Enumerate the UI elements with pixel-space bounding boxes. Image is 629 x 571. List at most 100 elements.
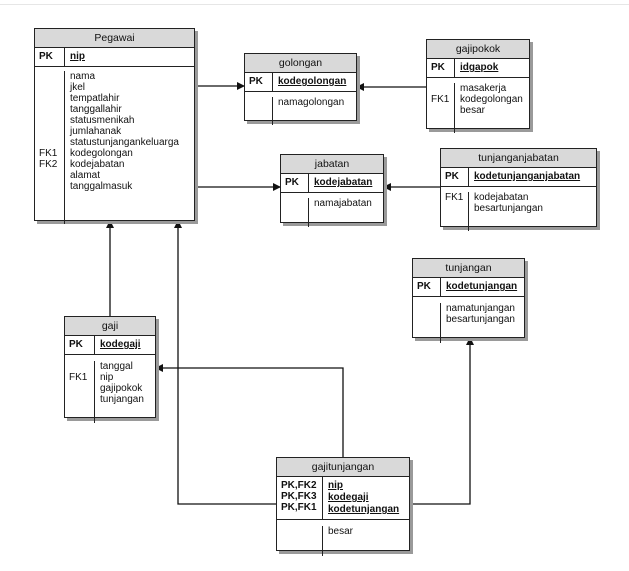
pk-attr-column: kodetunjanganjabatan xyxy=(469,168,596,186)
pk-key-column: PK xyxy=(281,174,309,192)
pk-attr-column: nip kodegaji kodetunjangan xyxy=(323,477,409,519)
attr-section: FK1 kodejabatan besartunjangan xyxy=(441,187,596,231)
pk-attr: kodegaji xyxy=(100,339,141,350)
attr-section: FK1 tanggal nip gajipokok tunjangan xyxy=(65,355,155,423)
attr-item: statustunjangankeluarga xyxy=(70,137,179,148)
attr-item: namagolongan xyxy=(278,97,345,108)
entity-title: jabatan xyxy=(281,155,383,174)
attr-item: namajabatan xyxy=(314,198,372,209)
attr-item: kodejabatan xyxy=(70,159,125,170)
fk-key-column xyxy=(245,97,273,125)
pk-attr: kodetunjanganjabatan xyxy=(474,171,581,182)
attr-item: kodegolongan xyxy=(460,94,523,105)
attr-item: nama xyxy=(70,71,96,82)
entity-title: Pegawai xyxy=(35,29,194,48)
pk-key-column: PK xyxy=(427,59,455,77)
entity-tunjangan[interactable]: tunjangan PK kodetunjangan namatunjangan… xyxy=(412,258,525,343)
entity-golongan[interactable]: golongan PK kodegolongan namagolongan xyxy=(244,53,357,125)
attr-column: namatunjangan besartunjangan xyxy=(441,303,524,343)
rel-gajitunjangan-tunjangan xyxy=(410,337,474,505)
rel-gajitunjangan-gaji xyxy=(155,364,344,457)
attr-column: kodejabatan besartunjangan xyxy=(469,192,596,231)
attr-item: besar xyxy=(328,526,354,537)
entity-gajipokok[interactable]: gajipokok PK idgapok FK1 masakerja kodeg… xyxy=(426,39,530,133)
pk-key-column: PK,FK2 PK,FK3 PK,FK1 xyxy=(277,477,323,519)
pk-attr-column: kodegolongan xyxy=(273,73,356,91)
attr-column: namagolongan xyxy=(273,97,356,125)
attr-item: masakerja xyxy=(460,83,507,94)
pk-section: PK,FK2 PK,FK3 PK,FK1 nip kodegaji kodetu… xyxy=(277,477,409,520)
pk-key-column: PK xyxy=(413,278,441,296)
attr-column: besar xyxy=(323,526,409,556)
attr-item: tunjangan xyxy=(100,394,144,405)
entity-title: gajitunjangan xyxy=(277,458,409,477)
attr-item: kodejabatan xyxy=(474,192,529,203)
attr-column: nama jkel tempatlahir tanggallahir statu… xyxy=(65,71,194,224)
pk-section: PK kodegaji xyxy=(65,336,155,355)
entity-title: gaji xyxy=(65,317,155,336)
fk-key-column: FK1 xyxy=(427,83,455,133)
fk-key-column: FK1 xyxy=(65,361,95,423)
attr-section: FK1 masakerja kodegolongan besar xyxy=(427,78,529,133)
pk-attr: idgapok xyxy=(460,62,499,73)
entity-title: tunjanganjabatan xyxy=(441,149,596,168)
pk-attr-column: nip xyxy=(65,48,194,66)
attr-item: tanggallahir xyxy=(70,104,122,115)
fk-key-column xyxy=(277,526,323,556)
attr-column: masakerja kodegolongan besar xyxy=(455,83,529,133)
attr-column: tanggal nip gajipokok tunjangan xyxy=(95,361,155,423)
fk-key-column xyxy=(413,303,441,343)
attr-item: jumlahanak xyxy=(70,126,122,137)
attr-section: FK1 FK2 nama jkel tempatlahir tanggallah… xyxy=(35,67,194,224)
pk-key-column: PK xyxy=(35,48,65,66)
pk-section: PK kodejabatan xyxy=(281,174,383,193)
attr-section: namatunjangan besartunjangan xyxy=(413,297,524,343)
attr-column: namajabatan xyxy=(309,198,383,227)
entity-gaji[interactable]: gaji PK kodegaji FK1 tanggal nip gajipok… xyxy=(64,316,156,423)
pk-attr-column: kodetunjangan xyxy=(441,278,524,296)
attr-item: kodegolongan xyxy=(70,148,133,159)
pk-section: PK kodetunjanganjabatan xyxy=(441,168,596,187)
pk-section: PK kodegolongan xyxy=(245,73,356,92)
rel-gajitunjangan-pegawai xyxy=(174,220,276,505)
fk-key-column: FK1 FK2 xyxy=(35,71,65,224)
pk-key-column: PK xyxy=(441,168,469,186)
fk-key-column: FK1 xyxy=(441,192,469,231)
pk-key-column: PK xyxy=(65,336,95,354)
entity-jabatan[interactable]: jabatan PK kodejabatan namajabatan xyxy=(280,154,384,227)
attr-section: besar xyxy=(277,520,409,556)
pk-section: PK kodetunjangan xyxy=(413,278,524,297)
attr-item: namatunjangan xyxy=(446,303,515,314)
top-divider xyxy=(0,4,629,5)
attr-item: tempatlahir xyxy=(70,93,120,104)
pk-attr: kodetunjangan xyxy=(328,504,400,515)
pk-attr-column: idgapok xyxy=(455,59,529,77)
pk-attr: nip xyxy=(328,480,343,491)
attr-item: tanggalmasuk xyxy=(70,181,133,192)
entity-tunjanganjabatan[interactable]: tunjanganjabatan PK kodetunjanganjabatan… xyxy=(440,148,597,231)
pk-attr-column: kodejabatan xyxy=(309,174,383,192)
attr-item: alamat xyxy=(70,170,101,181)
attr-item: nip xyxy=(100,372,114,383)
attr-item: statusmenikah xyxy=(70,115,135,126)
pk-attr: kodejabatan xyxy=(314,177,373,188)
attr-item: besar xyxy=(460,105,486,116)
attr-item: besartunjangan xyxy=(474,203,543,214)
pk-attr: nip xyxy=(70,51,85,62)
fk-key-column xyxy=(281,198,309,227)
attr-item: jkel xyxy=(70,82,86,93)
entity-title: gajipokok xyxy=(427,40,529,59)
entity-gajitunjangan[interactable]: gajitunjangan PK,FK2 PK,FK3 PK,FK1 nip k… xyxy=(276,457,410,556)
pk-attr: kodetunjangan xyxy=(446,281,518,292)
attr-section: namagolongan xyxy=(245,92,356,125)
pk-attr-column: kodegaji xyxy=(95,336,155,354)
pk-attr: kodegaji xyxy=(328,492,369,503)
attr-item: gajipokok xyxy=(100,383,143,394)
pk-section: PK nip xyxy=(35,48,194,67)
entity-title: golongan xyxy=(245,54,356,73)
entity-pegawai[interactable]: Pegawai PK nip FK1 FK2 nama jkel tempatl… xyxy=(34,28,195,224)
attr-item: besartunjangan xyxy=(446,314,515,325)
pk-key-column: PK xyxy=(245,73,273,91)
pk-section: PK idgapok xyxy=(427,59,529,78)
